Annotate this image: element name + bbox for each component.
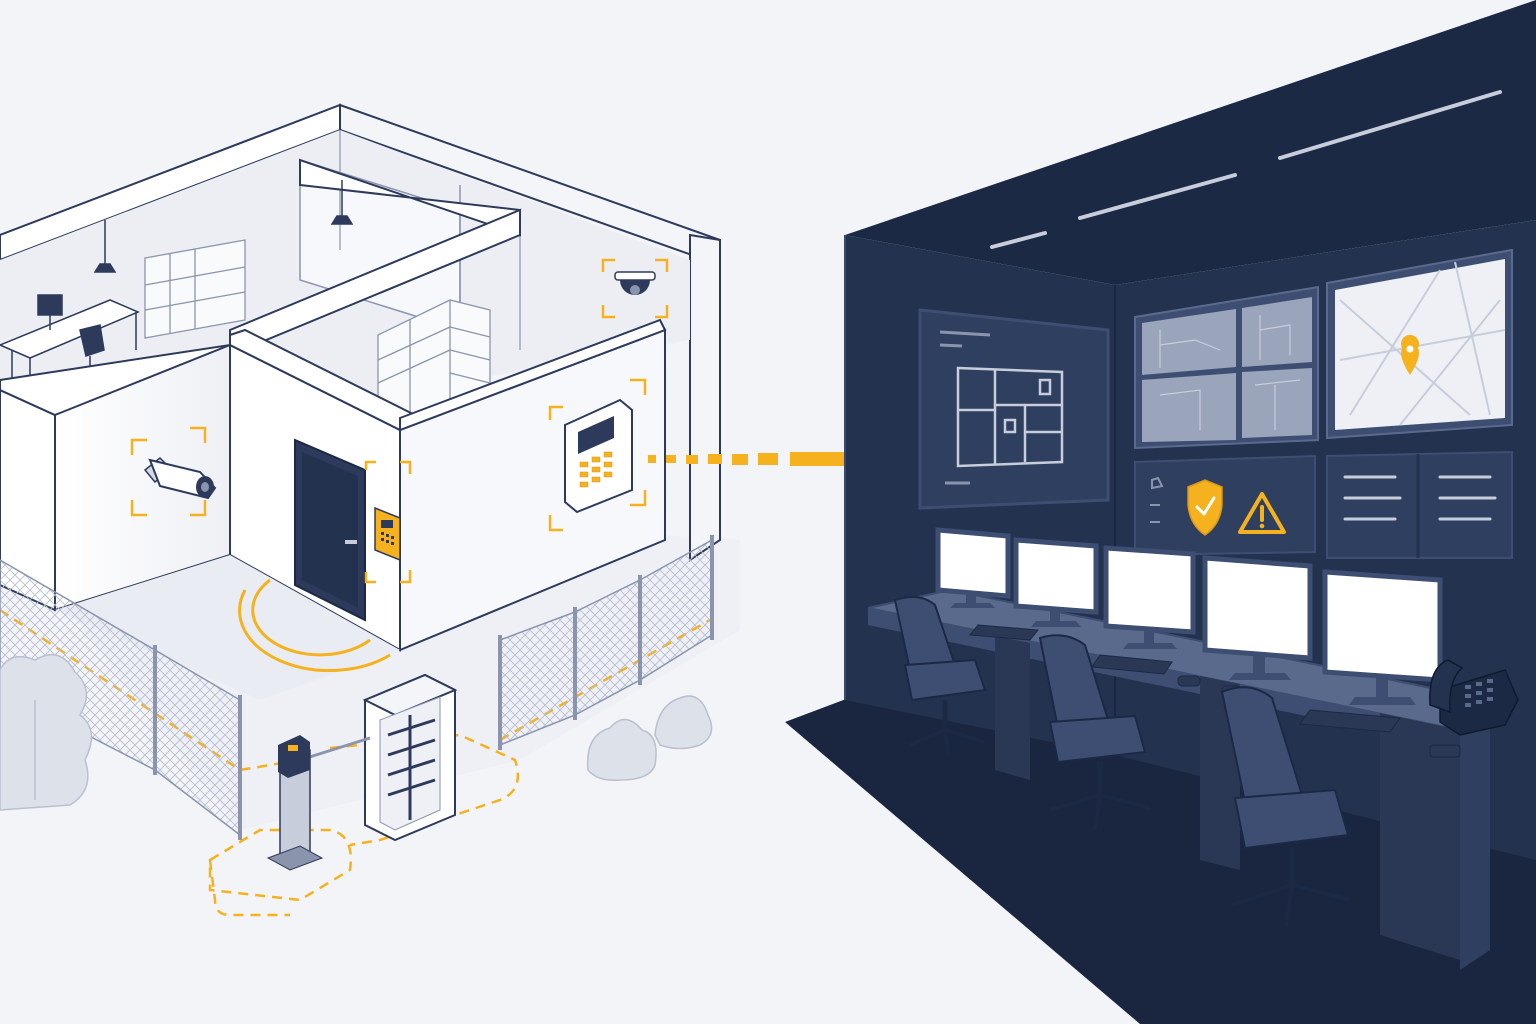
monitor-1 [935,527,1011,608]
office-area [0,180,354,390]
warning-triangle-icon [1238,492,1286,534]
map-display [1326,248,1513,440]
bush-right [586,695,713,782]
keyboards [969,624,1461,758]
floor-plan-display [918,308,1110,510]
control-room [785,0,1536,1024]
turnstile-icon [362,673,458,842]
ceiling-lights [990,90,1502,249]
dome-camera-icon [614,271,656,295]
reader-focus-brackets [364,460,412,584]
shield-check-icon [1187,479,1223,536]
door-sensor-range [238,578,391,673]
bullet-camera-icon [143,456,217,500]
main-block-right-top [399,318,667,432]
desk-phone-icon [1429,659,1519,736]
dome-focus-brackets [601,258,669,319]
facility-building [0,103,740,917]
monitor-5 [1322,569,1443,705]
entrance-floor [55,555,400,700]
keypad-focus-brackets [548,378,647,532]
entrance-door [294,438,366,622]
camera-focus-brackets [130,426,207,517]
bush-left [0,653,93,811]
operator-chairs [893,595,1351,926]
fence-left [0,559,242,840]
control-room-ceiling [845,0,1536,285]
chair-3 [1220,686,1351,926]
right-outer-wall [689,233,721,562]
monitor-4 [1202,555,1313,680]
alerts-display [1134,454,1316,557]
fence-right [498,535,714,750]
cctv-feed-3 [1142,373,1236,442]
chair-2 [1038,634,1151,831]
control-room-floor [785,690,1536,1024]
monitor-3 [1103,545,1196,649]
cctv-feed-4 [1242,368,1312,438]
barrier-gate [266,735,371,871]
cctv-video-wall [1134,285,1319,450]
back-shelves [144,239,246,339]
cctv-feed-2 [1242,297,1312,367]
cctv-feed-1 [1142,309,1236,375]
map-pin-icon [1401,334,1419,375]
storage-shelves [377,299,491,421]
alarm-keypad-icon [564,398,633,514]
card-reader-icon [374,506,401,562]
chair-1 [893,595,987,756]
workstation-monitors [935,527,1443,705]
status-list-display [1326,450,1513,559]
monitor-2 [1013,537,1099,627]
